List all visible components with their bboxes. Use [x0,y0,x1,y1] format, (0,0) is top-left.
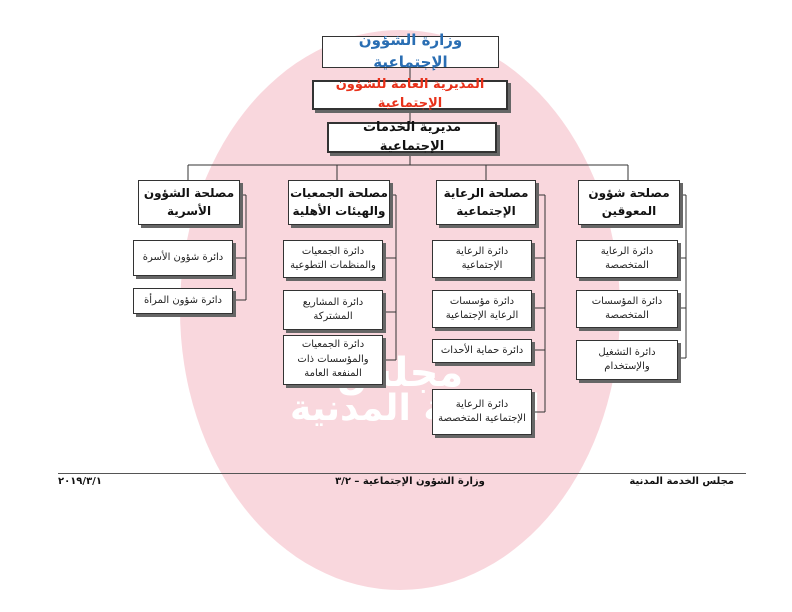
ministry-title: وزارة الشؤون الإجتماعية [358,31,463,71]
directorate-general-title: المديرية العامة للشؤون الإجتماعية [335,77,485,111]
dept-associations-title-line2: والهيئات الأهلية [292,203,386,218]
unit-family-affairs: دائرة شؤون الأسرة [133,240,233,276]
unit-social-care: دائرة الرعاية الإجتماعية [432,240,532,278]
unit-social-care-institutions: دائرة مؤسسات الرعاية الإجتماعية [432,290,532,328]
dept-family-affairs: مصلحة الشؤون الأسرية [138,180,240,225]
dept-disabled-affairs-title-line2: المعوقين [601,203,657,218]
unit-specialized-social-care: دائرة الرعاية الإجتماعية المتخصصة [432,389,532,435]
directorate-general-box: المديرية العامة للشؤون الإجتماعية [312,77,508,111]
dept-disabled-affairs: مصلحة شؤون المعوقين [578,180,680,225]
footer-right-text: مجلس الخدمة المدنية [629,476,734,487]
unit-employment: دائرة التشغيل والإستخدام [576,340,678,380]
dept-social-care-title-line2: الإجتماعية [456,203,516,218]
unit-juvenile-protection: دائرة حماية الأحداث [432,339,532,363]
dept-family-affairs-title-line2: الأسرية [166,203,212,218]
unit-joint-projects: دائرة المشاريع المشتركة [283,290,383,330]
unit-specialized-institutions: دائرة المؤسسات المتخصصة [576,290,678,328]
unit-women-affairs: دائرة شؤون المرأة [133,288,233,314]
dept-associations-title-line1: مصلحة الجمعيات [290,186,388,201]
dept-social-care: مصلحة الرعاية الإجتماعية [436,180,536,225]
footer-center-text: وزارة الشؤون الإجتماعية – ٣/٢ [335,476,485,487]
directorate-title: مديرية الخدمات الإجتماعية [362,119,462,154]
unit-volunteer-organizations: دائرة الجمعيات والمنظمات التطوعية [283,240,383,278]
dept-social-care-title-line1: مصلحة الرعاية [443,186,529,201]
unit-public-benefit-associations: دائرة الجمعيات والمؤسسات ذات المنفعة الع… [283,335,383,385]
dept-disabled-affairs-title-line1: مصلحة شؤون [588,186,670,201]
ministry-box: وزارة الشؤون الإجتماعية [322,31,499,71]
footer-date: ٢٠١٩/٣/١ [58,476,102,487]
dept-associations: مصلحة الجمعيات والهيئات الأهلية [288,180,390,225]
dept-family-affairs-title-line1: مصلحة الشؤون [143,186,235,201]
unit-specialized-care: دائرة الرعاية المتخصصة [576,240,678,278]
directorate-box: مديرية الخدمات الإجتماعية [327,120,497,154]
footer-divider [58,473,746,474]
